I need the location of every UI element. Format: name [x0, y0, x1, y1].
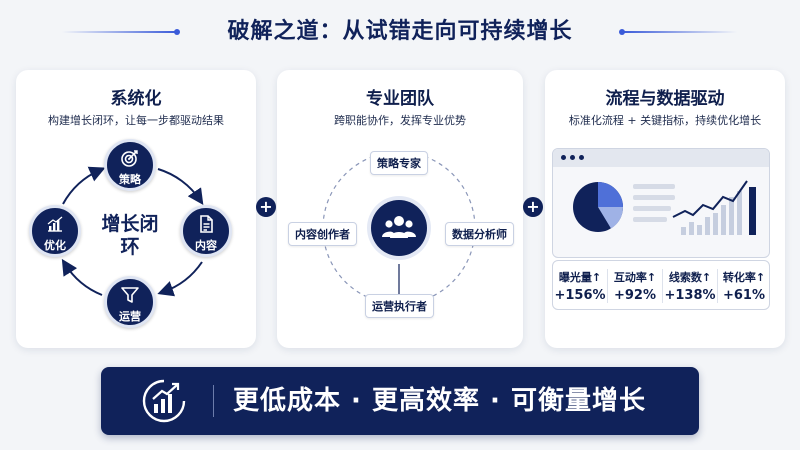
loop-node-optimize: 优化 — [29, 205, 81, 257]
card-subtitle: 构建增长闭环，让每一步都驱动结果 — [48, 114, 224, 127]
metric-value: +92% — [613, 288, 656, 303]
card-title: 专业团队 — [366, 89, 434, 109]
role-data-analyst: 数据分析师 — [445, 222, 514, 246]
bar-chart-icon — [47, 216, 63, 232]
target-icon — [121, 150, 138, 167]
team-hub — [371, 200, 427, 256]
page-title: 破解之道：从试错走向可持续增长 — [227, 19, 573, 44]
plus-icon: + — [523, 197, 543, 217]
banner-text: 更低成本 · 更高效率 · 可衡量增长 — [233, 386, 646, 416]
loop-node-label: 运营 — [119, 310, 141, 323]
window-titlebar — [553, 149, 769, 167]
pie-chart-icon — [573, 182, 624, 232]
header: 破解之道：从试错走向可持续增长 — [0, 14, 800, 50]
metric-label: 互动率↑ — [613, 271, 657, 284]
card-subtitle: 跨职能协作，发挥专业优势 — [334, 114, 466, 127]
metric-engagement: 互动率↑ +92% — [608, 261, 662, 311]
metric-label: 线索数↑ — [668, 271, 712, 284]
metric-value: +138% — [664, 288, 716, 303]
dashboard-charts — [573, 180, 756, 235]
banner-divider — [213, 385, 214, 417]
loop-node-strategy: 策略 — [104, 139, 156, 191]
funnel-icon — [121, 287, 139, 303]
loop-center-label: 增长闭环 — [101, 213, 159, 258]
metric-value: +61% — [722, 288, 765, 303]
team-icon — [382, 216, 416, 238]
title-decor-right — [619, 29, 737, 35]
role-content-creator: 内容创作者 — [288, 222, 357, 246]
card-title: 系统化 — [110, 89, 162, 109]
metric-label: 转化率↑ — [722, 271, 766, 284]
metric-label: 曝光量↑ — [558, 271, 602, 284]
role-strategy-expert: 策略专家 — [370, 151, 428, 175]
metric-conversion: 转化率↑ +61% — [717, 261, 771, 311]
growth-loop-arrows — [61, 166, 204, 297]
loop-node-label: 策略 — [119, 173, 141, 186]
plus-icon: + — [256, 197, 276, 217]
loop-node-operations: 运营 — [104, 276, 156, 328]
title-decor-left — [62, 29, 180, 35]
line-chart-icon — [672, 180, 756, 235]
metrics-panel: 曝光量↑ +156% 互动率↑ +92% 线索数↑ +138% 转化率↑ +61… — [552, 260, 770, 310]
metric-leads: 线索数↑ +138% — [663, 261, 717, 311]
card-subtitle: 标准化流程 + 关键指标，持续优化增长 — [568, 114, 762, 127]
metric-impressions: 曝光量↑ +156% — [553, 261, 607, 311]
loop-node-label: 优化 — [44, 239, 66, 252]
card-title: 流程与数据驱动 — [605, 89, 725, 109]
metric-value: +156% — [554, 288, 606, 303]
document-icon — [200, 215, 213, 233]
role-operations-executor: 运营执行者 — [365, 294, 434, 318]
growth-chart-icon — [142, 379, 186, 423]
summary-banner: 更低成本 · 更高效率 · 可衡量增长 — [101, 367, 699, 435]
dashboard-illustration — [552, 148, 770, 258]
loop-node-content: 内容 — [180, 205, 232, 257]
loop-node-label: 内容 — [195, 239, 217, 252]
